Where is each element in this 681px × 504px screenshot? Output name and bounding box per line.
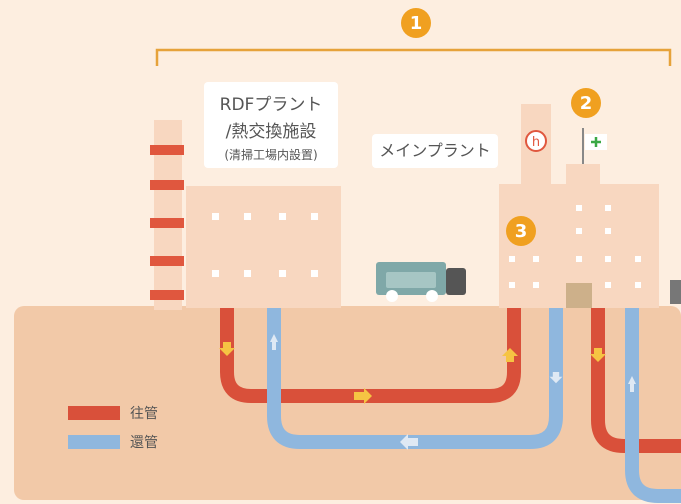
hospital-sign-glyph: h <box>532 135 540 150</box>
main-plant-label: メインプラント <box>372 134 498 168</box>
chimney-stripes <box>150 145 184 300</box>
legend-supply: 往管 <box>68 403 158 423</box>
rdf-label-line1: RDFプラント <box>219 95 323 115</box>
badge-3: 3 <box>506 216 536 246</box>
return-pipe-right <box>625 308 681 503</box>
hospital-windows <box>509 205 641 288</box>
group-bracket <box>155 48 672 66</box>
edge-vehicle <box>670 280 681 304</box>
rdf-plant-windows <box>212 213 318 277</box>
rdf-label-line3: (清掃工場内設置) <box>224 148 318 162</box>
badge-2: 2 <box>571 88 601 118</box>
rdf-plant-label: RDFプラント /熱交換施設 (清掃工場内設置) <box>204 82 338 168</box>
return-arrow-icons <box>270 334 636 450</box>
legend-supply-label: 往管 <box>130 406 158 422</box>
legend-return: 還管 <box>68 432 158 452</box>
rdf-plant-building <box>186 186 341 308</box>
legend-return-swatch <box>68 435 120 449</box>
hospital-sign-icon <box>525 130 547 152</box>
legend-supply-swatch <box>68 406 120 420</box>
hospital-door <box>566 283 592 308</box>
legend-return-label: 還管 <box>130 435 158 451</box>
badge-1: 1 <box>401 8 431 38</box>
truck-icon <box>376 262 466 302</box>
rdf-label-line2: /熱交換施設 <box>225 122 317 142</box>
hospital-roof <box>566 164 600 186</box>
green-cross-icon <box>591 137 601 147</box>
supply-arrow-icons <box>219 342 606 404</box>
supply-pipe-right <box>591 308 681 453</box>
